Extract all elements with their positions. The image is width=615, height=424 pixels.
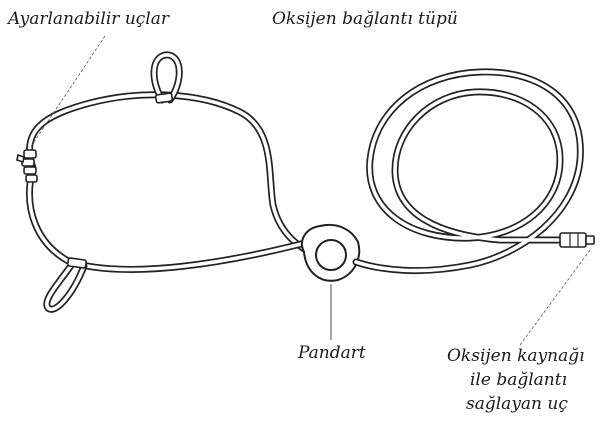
oxygen-tube-coil <box>356 72 580 271</box>
label-source-end-line1: Oksijen kaynağı <box>447 345 585 367</box>
ear-loop-top <box>154 55 179 103</box>
label-source-end-line3: sağlayan uç <box>466 393 568 415</box>
pendant <box>302 225 359 281</box>
source-connector <box>560 233 594 247</box>
label-oxygen-tube: Oksijen bağlantı tüpü <box>272 8 458 30</box>
leader-source-end <box>520 250 590 345</box>
leader-adjustable-ends <box>30 36 105 148</box>
adjustable-ends <box>17 150 37 182</box>
label-pendant: Pandart <box>298 342 366 364</box>
head-loop-tube <box>30 95 320 270</box>
label-source-end-line2: ile bağlantı <box>470 369 567 391</box>
label-adjustable-ends: Ayarlanabilir uçlar <box>8 8 169 30</box>
ear-loop-bottom <box>47 258 87 309</box>
